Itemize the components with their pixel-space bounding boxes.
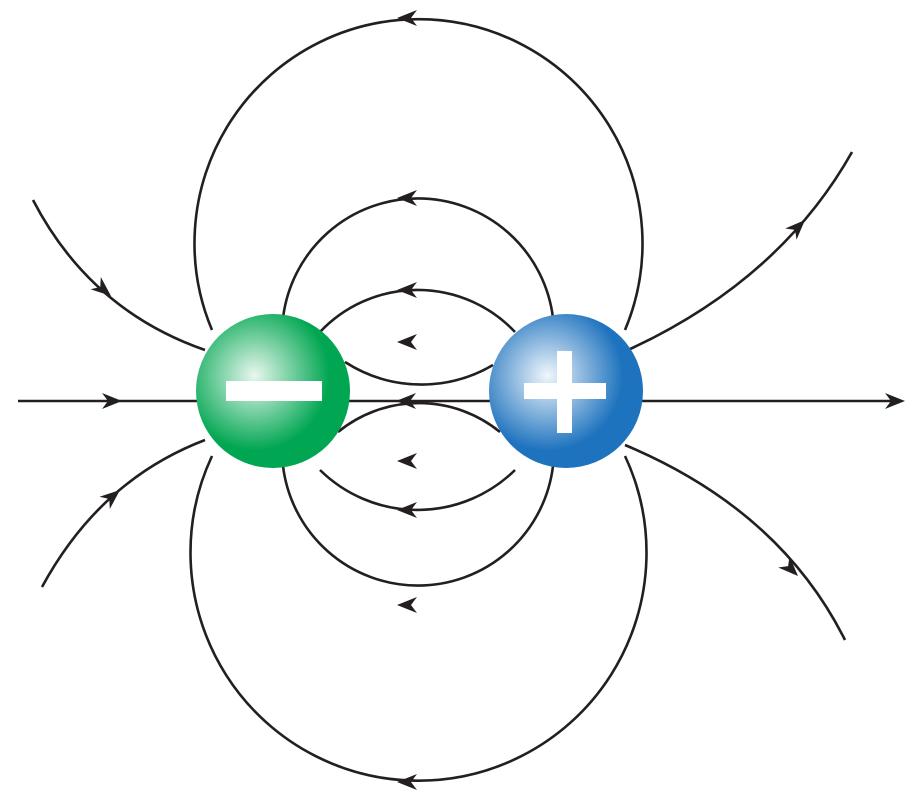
inner-arc-top bbox=[344, 360, 494, 386]
arrow-left-icon bbox=[397, 10, 417, 26]
left-lower-line bbox=[40, 438, 206, 588]
right-upper-line bbox=[627, 151, 854, 352]
arrow-inward-icon bbox=[99, 490, 120, 509]
arrow-left-icon bbox=[397, 774, 417, 790]
third-arc-top bbox=[281, 197, 555, 319]
arrow-left-icon bbox=[396, 393, 416, 409]
arrow-right-icon bbox=[885, 393, 905, 409]
arrow-left-icon bbox=[397, 597, 417, 613]
arrow-left-icon bbox=[397, 334, 417, 350]
right-lower-line bbox=[624, 443, 847, 641]
arrow-inward-icon bbox=[90, 277, 111, 296]
positive-charge bbox=[489, 314, 643, 468]
arrow-left-icon bbox=[397, 282, 417, 298]
outer-arc-bottom bbox=[189, 455, 648, 782]
plus-sign-icon bbox=[524, 351, 606, 433]
left-upper-line bbox=[31, 199, 206, 352]
arrow-outward-icon bbox=[778, 556, 798, 576]
outer-arc-top bbox=[193, 17, 644, 331]
second-arc-bottom bbox=[319, 469, 516, 512]
direction-arrows bbox=[90, 10, 905, 790]
arrow-left-icon bbox=[397, 453, 417, 469]
arrow-left-icon bbox=[397, 190, 417, 206]
third-arc-bottom bbox=[281, 465, 555, 587]
minus-sign-icon bbox=[226, 381, 322, 401]
arrow-left-icon bbox=[397, 502, 417, 518]
inner-arc-bottom bbox=[337, 401, 501, 434]
field-lines bbox=[18, 17, 895, 782]
arrow-outward-icon bbox=[785, 220, 805, 240]
second-arc-top bbox=[319, 288, 516, 333]
arrow-right-icon bbox=[102, 393, 122, 409]
negative-charge bbox=[196, 314, 350, 468]
